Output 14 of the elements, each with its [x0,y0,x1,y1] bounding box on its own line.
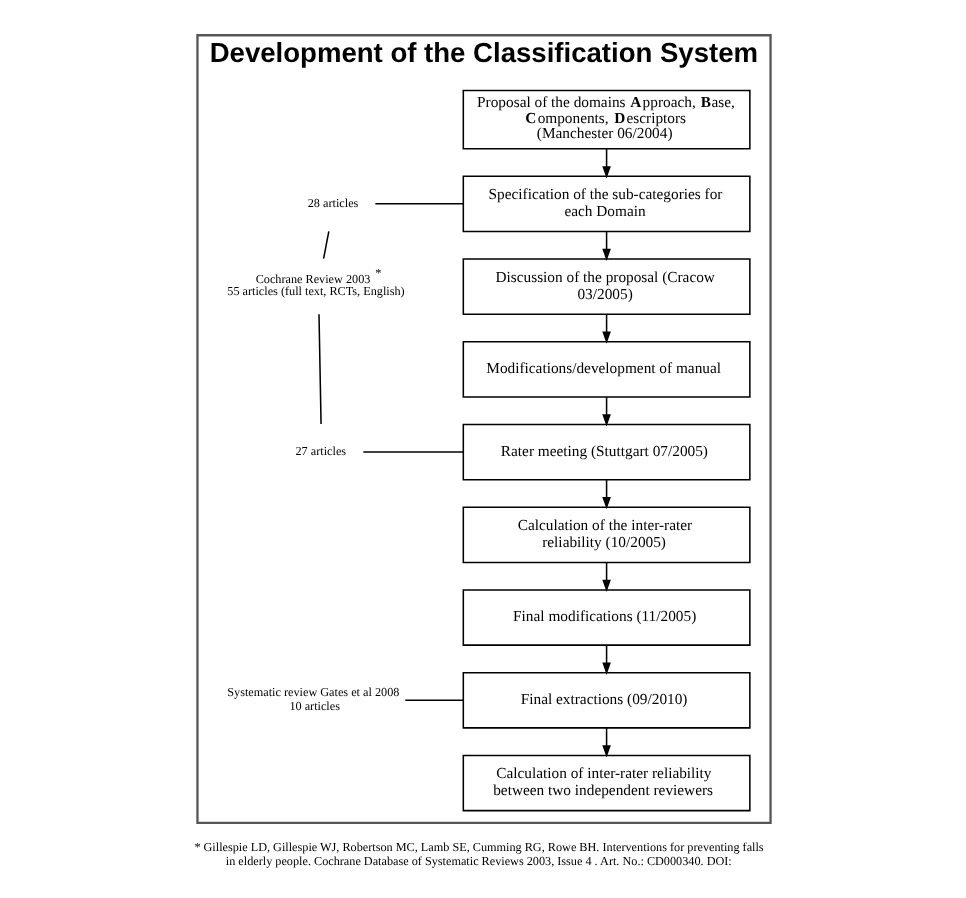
node-box: Proposal of the domains Approach, Base, Components, Descriptors (Manchester 06/2004) [461,89,750,150]
node-box: Final modifications (11/2005) [461,589,750,646]
node-box: Modifications/development of manual [461,340,750,398]
node-box: Calculation of inter-rater reliability between two independent reviewers [461,754,750,812]
node-box: Discussion of the proposal (Cracow 03/2005) [461,258,750,315]
node-box: Rater meeting (Stuttgart 07/2005) [461,423,750,481]
connector [373,203,463,205]
node-box: Calculation of the inter-rater reliability (10/2005) [461,506,750,564]
connector [403,699,463,702]
node-box: Specification of the sub-categories for each Domain [461,175,750,233]
node-box: Final extractions (09/2010) [461,671,750,729]
connector [361,451,463,453]
connector [317,313,321,425]
connector [321,230,329,260]
